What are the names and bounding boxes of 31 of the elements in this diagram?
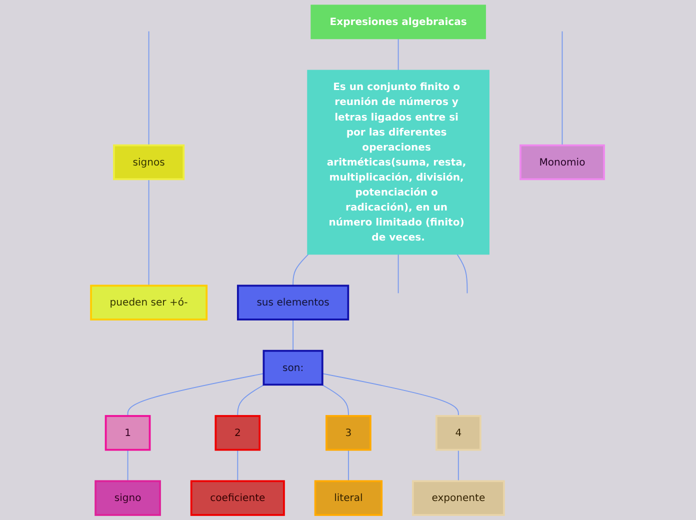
- node-box: exponente: [412, 480, 506, 516]
- connector: [398, 254, 400, 294]
- node-box: signos: [114, 144, 186, 180]
- connector: [322, 384, 350, 416]
- node-box: 3: [326, 415, 372, 451]
- node-box: signo: [95, 480, 162, 516]
- connector: [293, 254, 310, 286]
- node-box: Expresiones algebraicas: [311, 4, 486, 40]
- connector: [348, 449, 350, 482]
- node-box: 4: [436, 415, 482, 451]
- connector: [322, 373, 460, 416]
- node-box: sus elementos: [237, 284, 350, 320]
- node-box: son:: [263, 350, 324, 386]
- connector: [458, 449, 460, 482]
- connector: [128, 373, 265, 416]
- connector: [148, 178, 150, 286]
- connector: [128, 449, 129, 482]
- node-box: 2: [215, 415, 262, 451]
- connector: [238, 384, 266, 416]
- node-box: coeficiente: [190, 480, 286, 516]
- connector: [148, 30, 150, 146]
- node-box: Monomio: [520, 144, 606, 180]
- connector: [293, 319, 294, 352]
- connector: [238, 449, 239, 482]
- connector: [562, 30, 564, 146]
- connector: [398, 38, 400, 71]
- node-box: 1: [105, 415, 152, 451]
- node-box: Es un conjunto finito o reunión de números y letras ligados entre si por las diferentes operaciones aritméticas(suma, resta, multiplicación, división, potenciación o radicación), en un número limitado (finito) de veces.: [308, 70, 490, 255]
- node-box: literal: [314, 480, 384, 516]
- node-box: pueden ser +ó-: [90, 284, 208, 320]
- connector: [457, 254, 468, 294]
